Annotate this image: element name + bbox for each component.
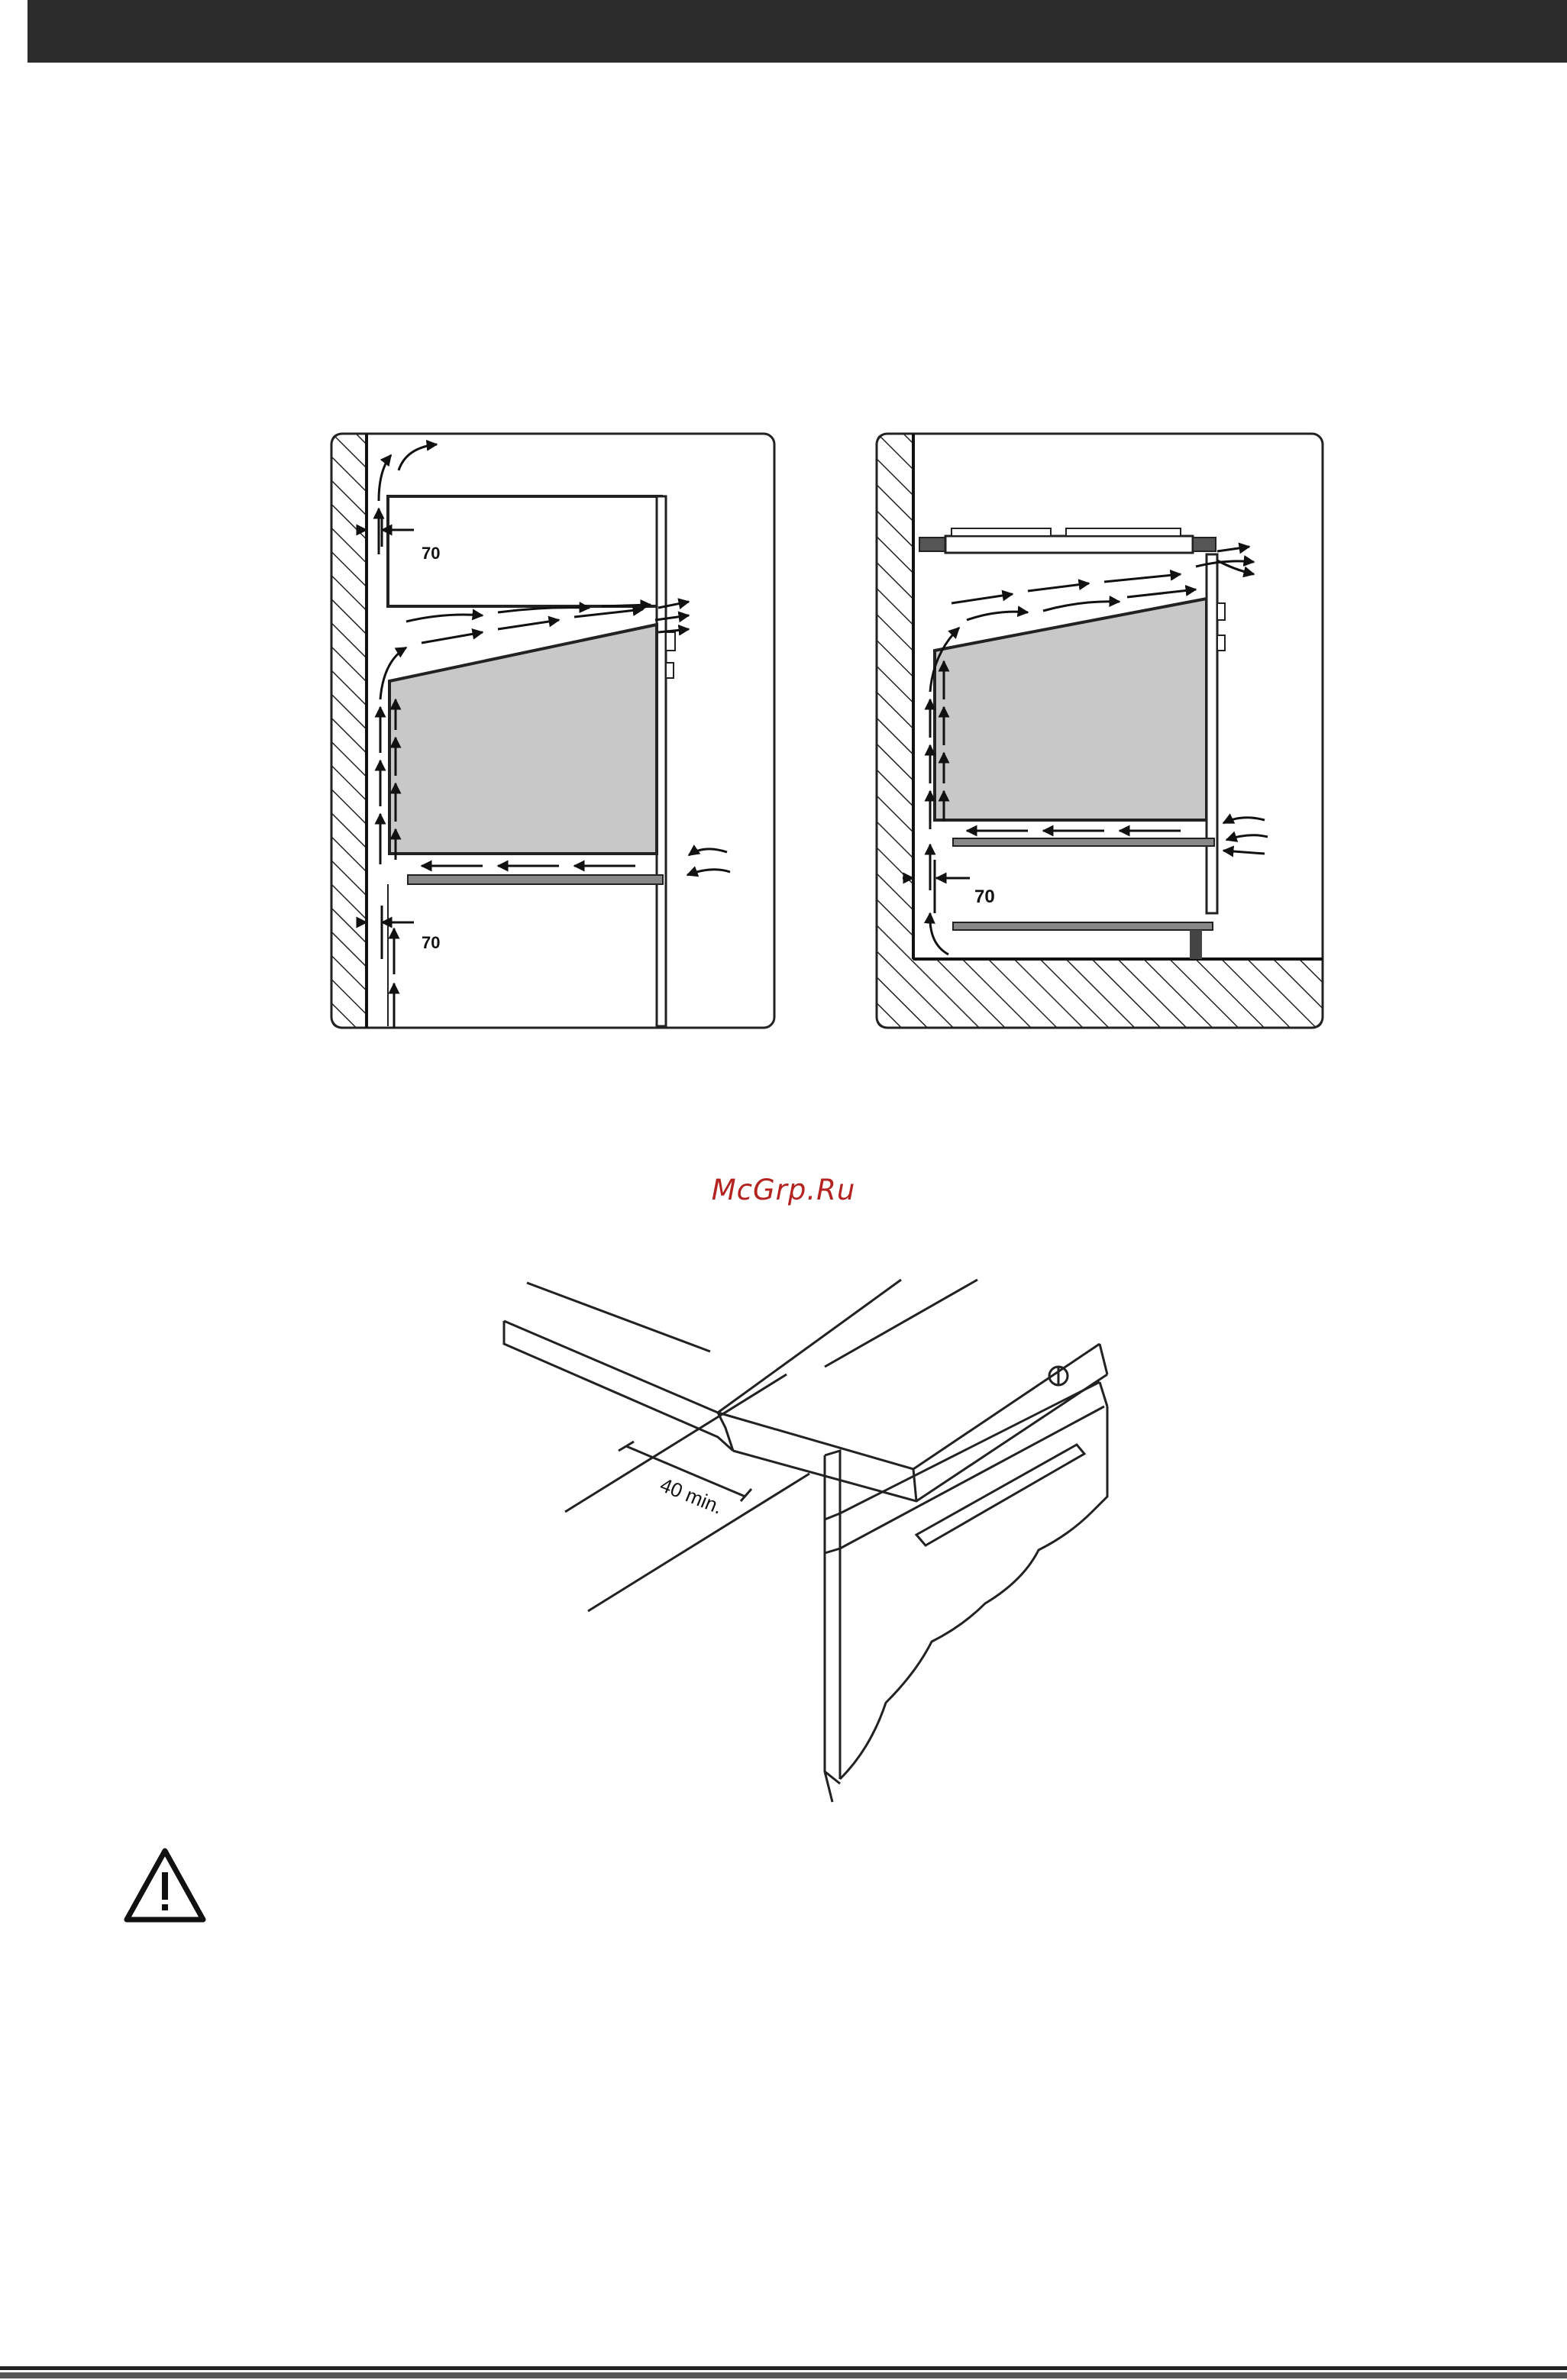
watermark: McGrp.Ru bbox=[0, 1174, 1567, 1206]
left-clearance-bottom-label: 70 bbox=[422, 933, 440, 952]
footer-rule bbox=[0, 2365, 1567, 2380]
under-counter-ventilation-diagram: 70 bbox=[875, 432, 1324, 1029]
worktop-clearance-diagram: 40 min. bbox=[489, 1245, 1115, 1810]
header-bar bbox=[27, 0, 1567, 63]
worktop-clearance-label: 40 min. bbox=[657, 1473, 725, 1519]
warning-triangle-icon bbox=[122, 1846, 208, 1924]
left-clearance-top-label: 70 bbox=[422, 544, 440, 563]
built-in-column-ventilation-diagram: 70 70 bbox=[330, 432, 776, 1029]
right-clearance-label: 70 bbox=[974, 886, 995, 907]
